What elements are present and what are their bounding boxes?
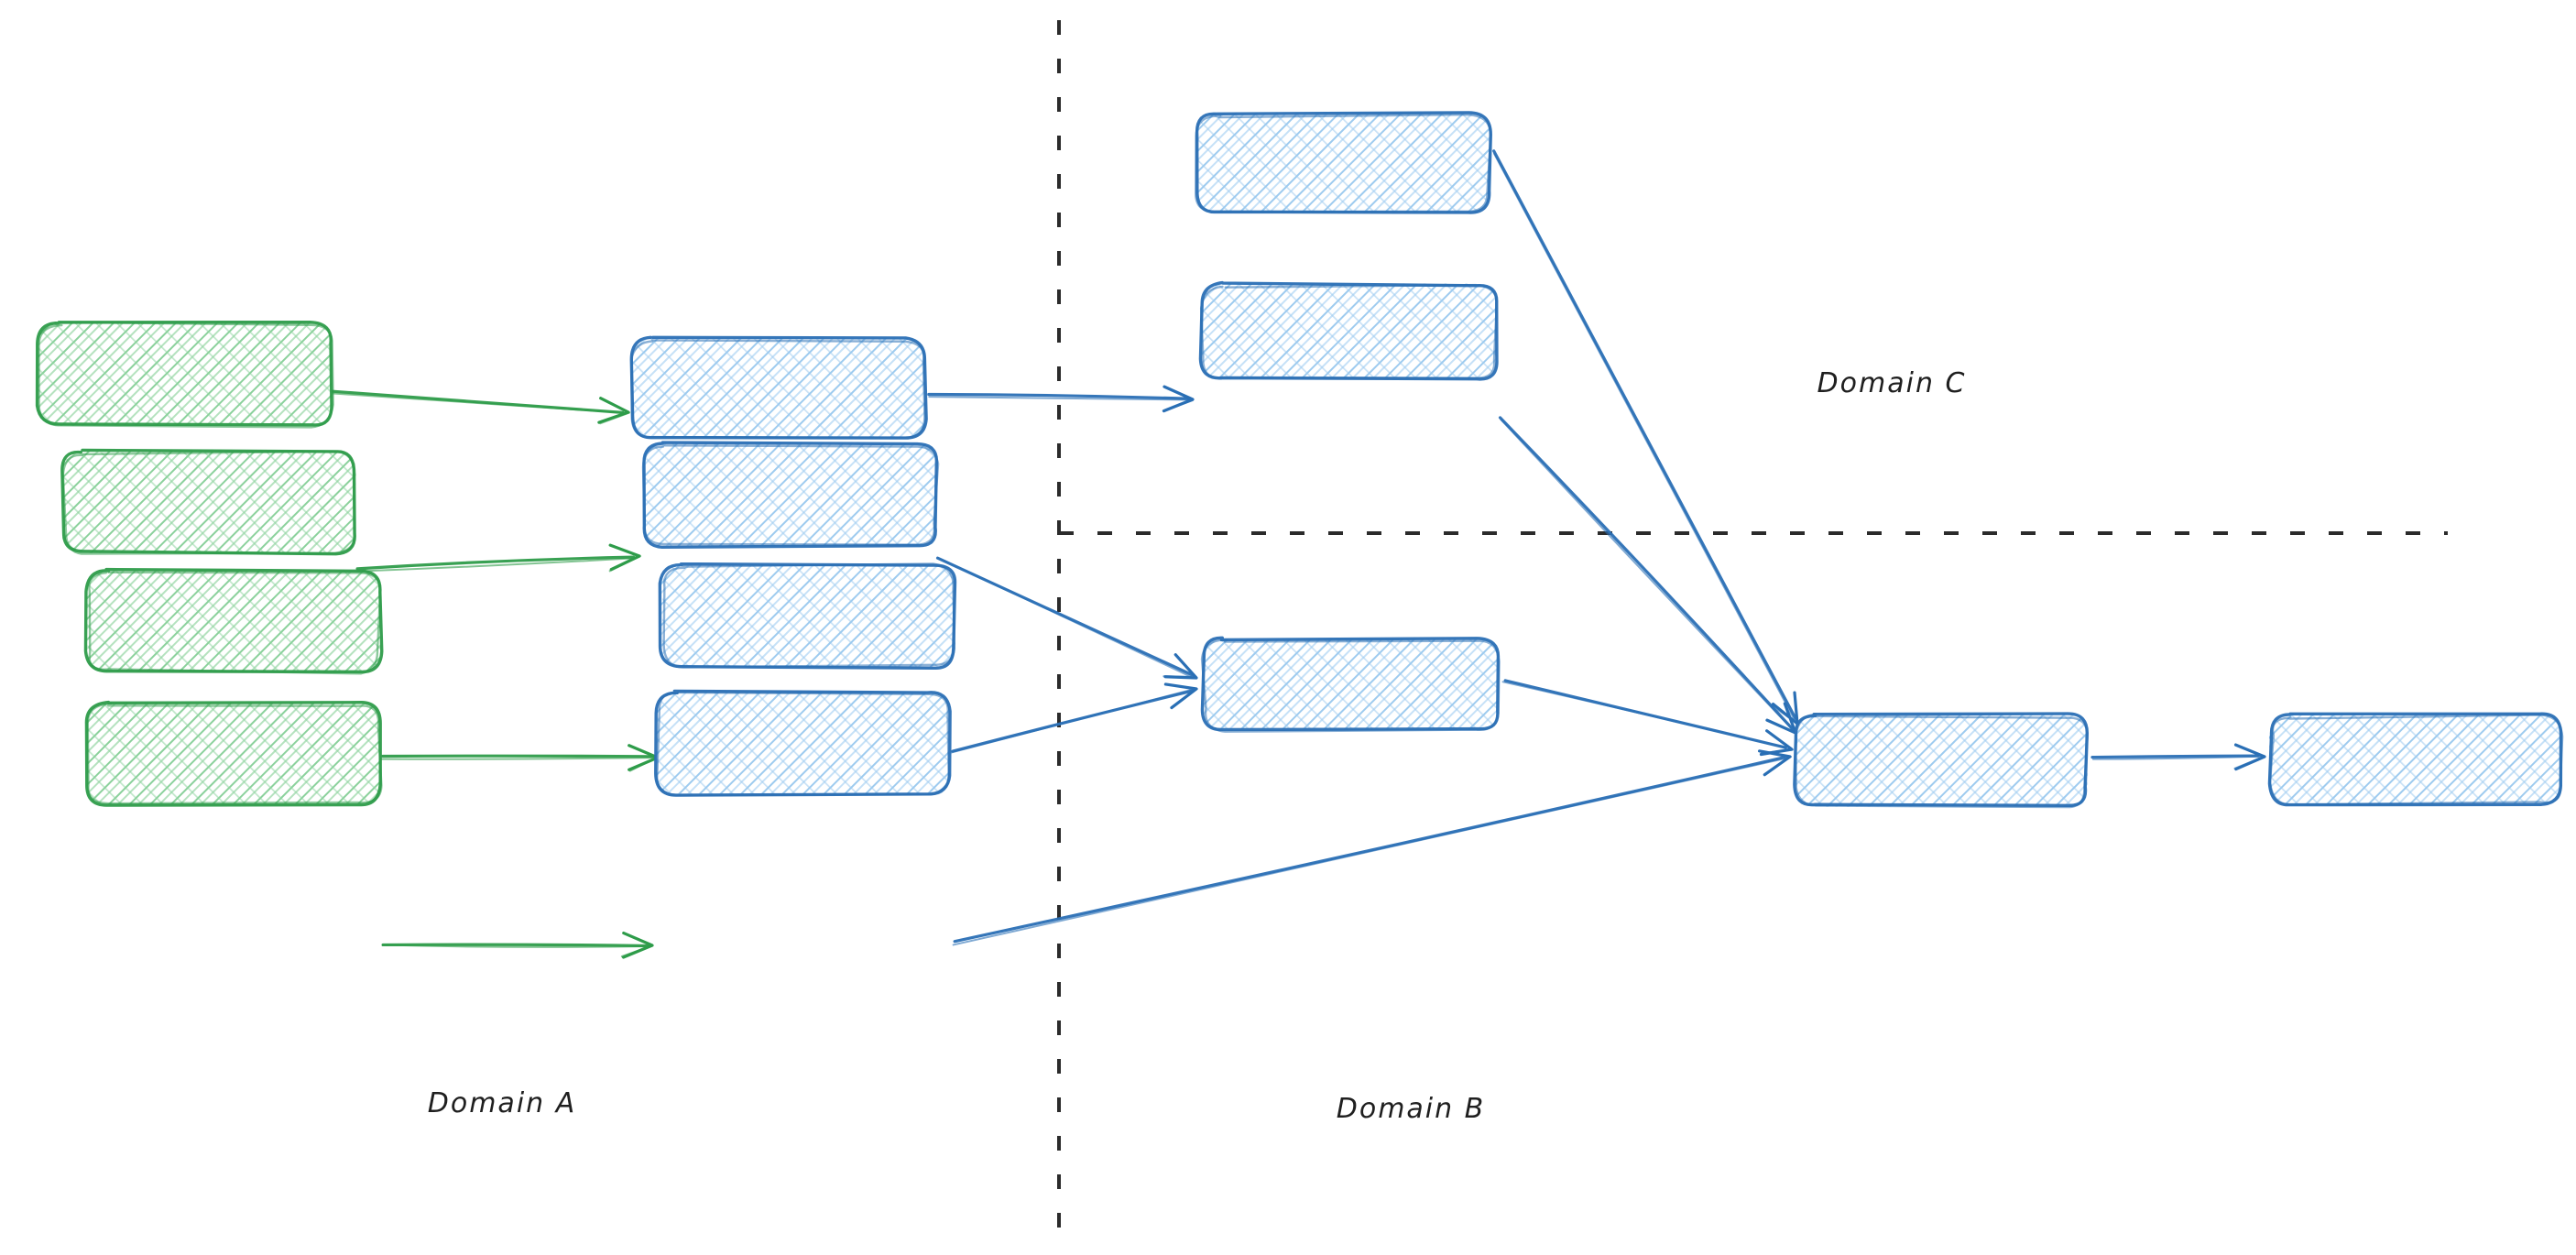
edge-e-a3-b3: [380, 744, 660, 772]
edge-e-b4-d1: [952, 749, 1792, 946]
node-b3[interactable]: [658, 562, 957, 670]
node-a3[interactable]: [83, 567, 384, 675]
node-a1[interactable]: [35, 320, 334, 429]
edge-e-a2-b2: [355, 543, 641, 573]
node-layer: [35, 111, 2564, 809]
edge-e-d1-d2: [2090, 743, 2266, 771]
node-b1[interactable]: [629, 335, 928, 440]
edge-e-b2-c3: [935, 556, 1198, 680]
edge-e-c2-d1: [1498, 416, 1797, 735]
node-d1[interactable]: [1793, 712, 2089, 809]
edge-e-c3-d1: [1501, 679, 1794, 757]
edge-e-b1-c2: [927, 385, 1195, 413]
edge-e-a4-b4: [381, 931, 654, 959]
node-a2[interactable]: [60, 448, 357, 556]
node-d2[interactable]: [2267, 712, 2564, 807]
edge-e-c1-d1: [1492, 149, 1799, 726]
node-b2[interactable]: [641, 441, 940, 549]
node-a4[interactable]: [84, 700, 383, 807]
label-domain-c: Domain C: [1817, 367, 1967, 399]
edge-e-a1-b1: [329, 389, 630, 425]
label-domain-a: Domain A: [428, 1087, 576, 1119]
node-c3[interactable]: [1200, 636, 1501, 733]
node-c1[interactable]: [1195, 111, 1492, 214]
node-b4[interactable]: [654, 689, 952, 797]
label-domain-b: Domain B: [1337, 1093, 1486, 1125]
node-c2[interactable]: [1198, 280, 1499, 381]
edge-e-b3-c3: [950, 682, 1198, 754]
edge-layer: [329, 149, 2266, 959]
divider-layer: [1057, 20, 2448, 1241]
domain-label-layer: Domain A Domain B Domain C: [428, 367, 1967, 1125]
